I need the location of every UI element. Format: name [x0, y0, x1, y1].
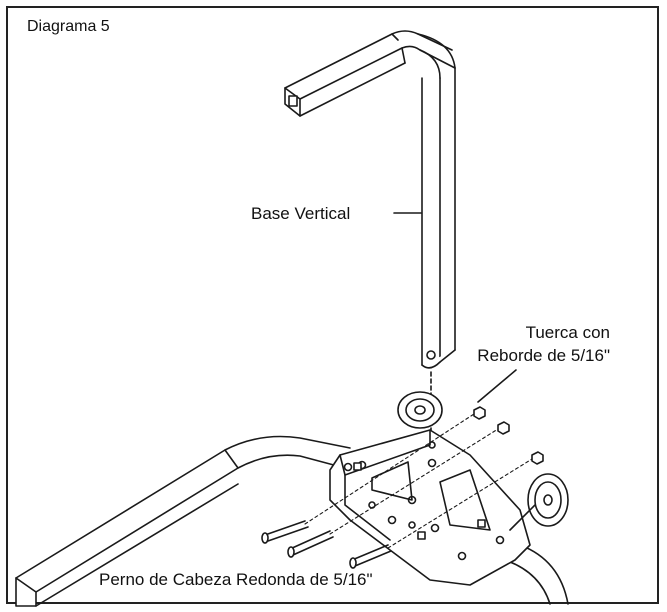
bottom-frame-part: [15, 435, 569, 607]
label-carriage-bolt: Perno de Cabeza Redonda de 5/16": [99, 570, 373, 589]
alignment-lines: [304, 413, 533, 549]
left-wheel: [397, 391, 443, 429]
bracket-plate: [329, 429, 531, 586]
label-flange-nut-line2: Reborde de 5/16": [477, 346, 610, 365]
diagram-title: Diagrama 5: [27, 18, 110, 35]
flange-nuts: [473, 406, 544, 465]
label-flange-nut: Tuerca con Reborde de 5/16": [440, 321, 610, 367]
diagram-frame: [6, 6, 659, 604]
leader-line-nut: [477, 369, 517, 403]
carriage-bolts: [261, 520, 392, 569]
label-base-vertical: Base Vertical: [251, 204, 351, 223]
label-flange-nut-line1: Tuerca con: [525, 323, 610, 342]
right-wheel: [509, 473, 569, 531]
vertical-base-part: [284, 30, 456, 441]
